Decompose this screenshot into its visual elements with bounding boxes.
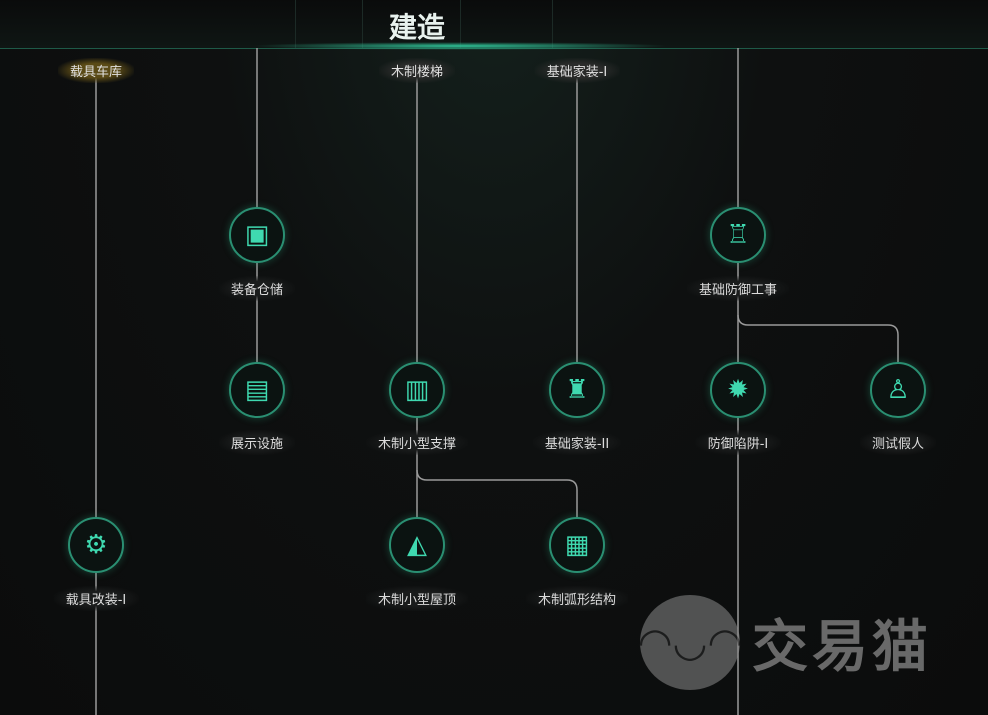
trap-icon: ✹ bbox=[727, 375, 749, 405]
node-display-facility[interactable]: ▤ bbox=[229, 362, 285, 418]
node-label: 木制小型支撑 bbox=[365, 430, 469, 455]
node-wooden-arch-structure[interactable]: ▦ bbox=[549, 517, 605, 573]
roof-icon: ◭ bbox=[407, 530, 427, 560]
divider bbox=[460, 0, 461, 48]
watermark: ◠◡◠ 交易猫 bbox=[638, 595, 932, 690]
node-label: 基础家装-II bbox=[532, 430, 622, 455]
node-defense-trap-1[interactable]: ✹ bbox=[710, 362, 766, 418]
top-node-wooden-stairs[interactable]: 木制楼梯 bbox=[378, 58, 456, 83]
top-node-basic-furniture-1[interactable]: 基础家装-I bbox=[534, 58, 620, 83]
page-title: 建造 bbox=[388, 11, 446, 44]
lamp-icon: ♜ bbox=[565, 375, 589, 405]
node-test-dummy[interactable]: ♙ bbox=[870, 362, 926, 418]
connector bbox=[737, 314, 899, 390]
piston-icon: ⚙ bbox=[84, 530, 108, 560]
arch-structure-icon: ▦ bbox=[564, 530, 590, 560]
node-label: 防御陷阱-I bbox=[695, 430, 781, 455]
top-node-vehicle-garage[interactable]: 载具车库 bbox=[57, 58, 135, 83]
node-vehicle-mod-1[interactable]: ⚙ bbox=[68, 517, 124, 573]
node-label: 展示设施 bbox=[218, 430, 296, 455]
header-bar bbox=[0, 0, 988, 49]
node-basic-furniture-2[interactable]: ♜ bbox=[549, 362, 605, 418]
divider bbox=[552, 0, 553, 48]
watchtower-icon: ♖ bbox=[726, 220, 750, 250]
node-label: 装备仓储 bbox=[218, 276, 296, 301]
header-glow bbox=[250, 42, 670, 50]
connector bbox=[416, 469, 578, 545]
node-wooden-small-support[interactable]: ▥ bbox=[389, 362, 445, 418]
node-equipment-storage[interactable]: ▣ bbox=[229, 207, 285, 263]
divider bbox=[362, 0, 363, 48]
storage-crate-icon: ▣ bbox=[244, 220, 270, 250]
node-label: 载具改装-I bbox=[53, 586, 139, 611]
node-basic-fortification[interactable]: ♖ bbox=[710, 207, 766, 263]
watermark-text: 交易猫 bbox=[752, 615, 932, 680]
node-wooden-small-roof[interactable]: ◭ bbox=[389, 517, 445, 573]
node-label: 木制小型屋顶 bbox=[365, 586, 469, 611]
node-label: 测试假人 bbox=[859, 430, 937, 455]
cat-icon: ◠◡◠ bbox=[638, 595, 742, 690]
wooden-support-icon: ▥ bbox=[404, 375, 430, 405]
node-label: 基础防御工事 bbox=[686, 276, 790, 301]
node-label: 木制弧形结构 bbox=[525, 586, 629, 611]
divider bbox=[295, 0, 296, 48]
display-case-icon: ▤ bbox=[244, 375, 270, 405]
dummy-icon: ♙ bbox=[886, 375, 910, 405]
